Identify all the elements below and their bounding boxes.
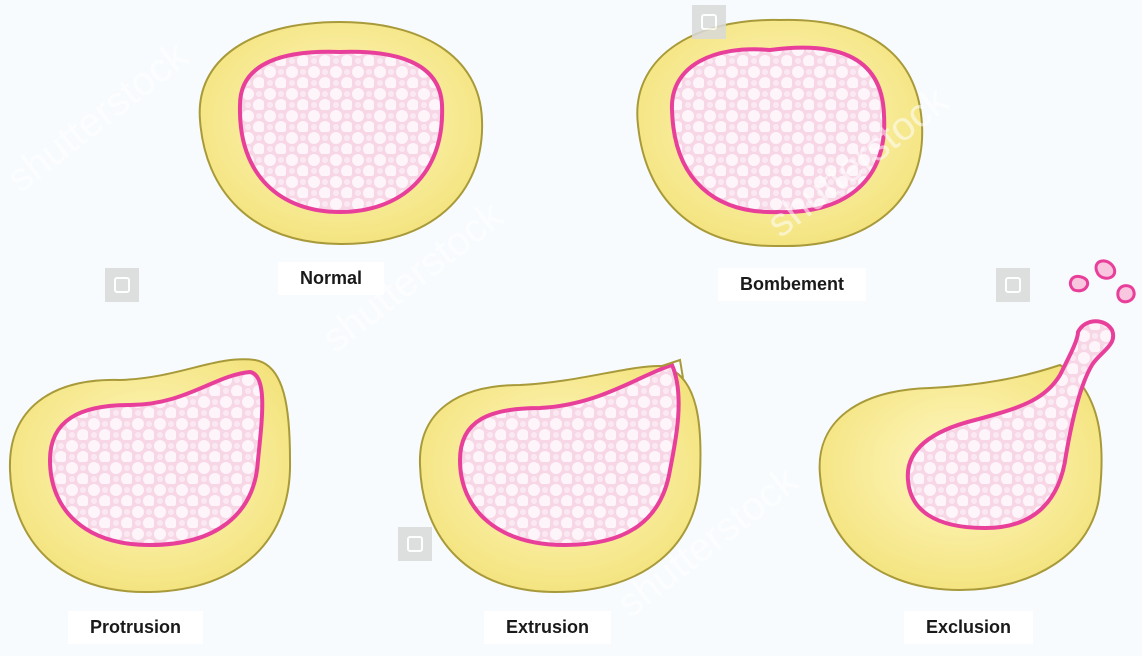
label-normal: Normal [278,262,384,295]
watermark-box-2 [105,268,139,302]
label-protrusion: Protrusion [68,611,203,644]
fragment-top [1096,261,1115,278]
watermark-box-3 [996,268,1030,302]
nucleus-normal [240,52,442,212]
label-exclusion: Exclusion [904,611,1033,644]
fragment-right [1118,286,1134,302]
label-extrusion: Extrusion [484,611,611,644]
label-bombement: Bombement [718,268,866,301]
disc-protrusion [10,359,290,592]
disc-exclusion [820,261,1135,590]
fragment-left [1070,276,1087,290]
disc-normal [200,22,482,244]
watermark-box-4 [398,527,432,561]
watermark-box-1 [692,5,726,39]
